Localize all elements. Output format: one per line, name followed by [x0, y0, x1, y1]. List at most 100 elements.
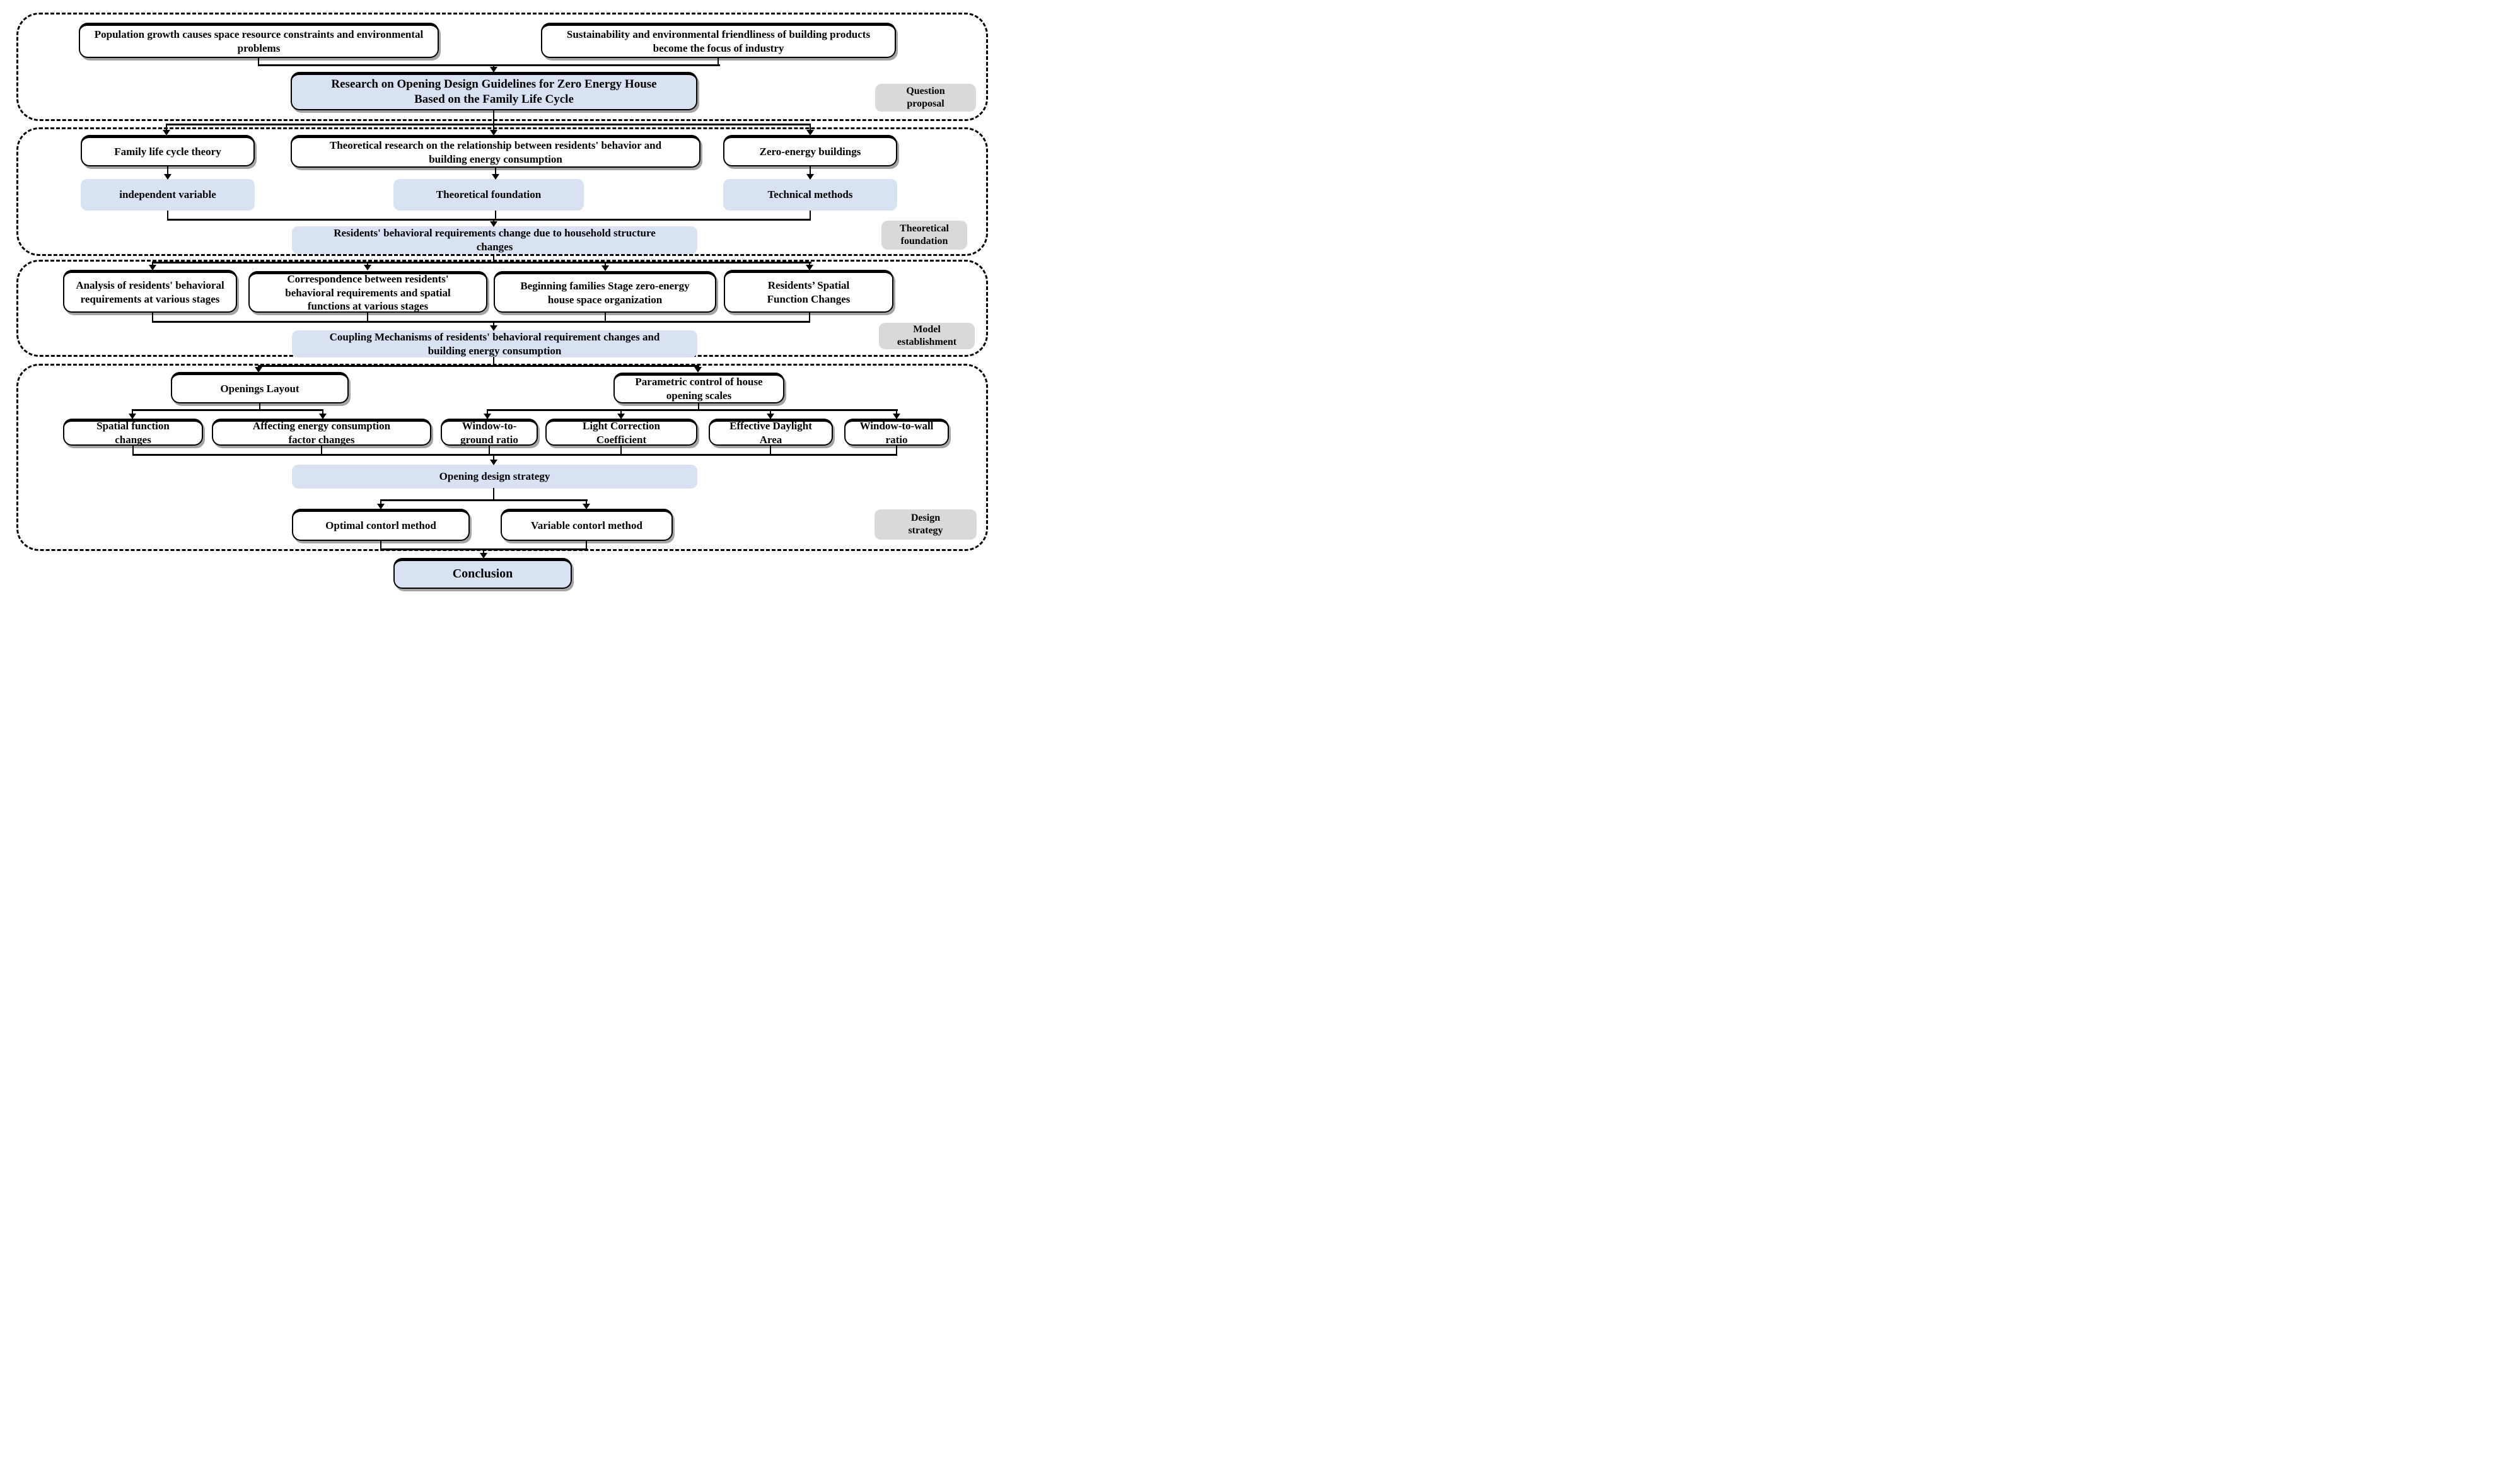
connector-line	[809, 263, 810, 266]
node-residents-behavioral-change: Residents' behavioral requirements chang…	[292, 226, 697, 254]
connector-line	[605, 313, 606, 323]
connector-line	[809, 313, 810, 323]
arrowhead-down	[377, 504, 385, 509]
connector-line	[493, 488, 494, 501]
arrowhead-down	[806, 130, 814, 136]
connector-line	[770, 410, 771, 415]
connector-line	[810, 125, 811, 130]
connector-line	[493, 357, 494, 366]
connector-line	[586, 541, 587, 550]
node-conclusion: Conclusion	[393, 558, 572, 589]
connector-line	[495, 211, 496, 221]
node-theoretical-foundation: Theoretical foundation	[393, 179, 584, 211]
arrowhead-down	[484, 414, 491, 419]
connector-line	[493, 455, 494, 461]
connector-line	[487, 409, 898, 411]
connector-line	[380, 541, 381, 550]
connector-line	[489, 446, 490, 455]
connector-line	[132, 454, 897, 456]
node-technical-methods: Technical methods	[723, 179, 897, 211]
connector-line	[810, 211, 811, 221]
arrowhead-down	[767, 414, 774, 419]
stage-label-question-proposal: Question proposal	[875, 84, 976, 112]
node-spatial-function-changes: Spatial function changes	[63, 419, 203, 446]
arrowhead-down	[490, 67, 497, 72]
arrowhead-down	[480, 553, 487, 559]
connector-line	[698, 403, 699, 410]
node-behavior-research: Theoretical research on the relationship…	[291, 135, 700, 168]
connector-line	[493, 110, 494, 125]
node-affecting-energy: Affecting energy consumption factor chan…	[212, 419, 431, 446]
node-parametric-control: Parametric control of house opening scal…	[613, 373, 784, 403]
connector-line	[620, 446, 622, 455]
connector-line	[493, 322, 494, 327]
node-sustainability: Sustainability and environmental friendl…	[541, 23, 896, 58]
arrowhead-down	[129, 414, 136, 419]
node-openings-layout: Openings Layout	[171, 372, 349, 403]
arrowhead-down	[617, 414, 625, 419]
node-population-growth: Population growth causes space resource …	[79, 23, 439, 58]
connector-line	[322, 410, 323, 415]
connector-line	[132, 446, 134, 455]
node-opening-design-strategy: Opening design strategy	[292, 465, 697, 489]
arrowhead-down	[364, 265, 371, 270]
connector-line	[487, 410, 488, 415]
arrowhead-down	[255, 367, 262, 373]
connector-line	[770, 446, 771, 455]
node-window-to-ground-ratio: Window-to-ground ratio	[441, 419, 538, 446]
stage-label-theoretical-foundation: Theoretical foundation	[881, 221, 967, 250]
section-question-proposal	[16, 13, 988, 121]
arrowhead-down	[806, 265, 813, 270]
node-effective-daylight-area: Effective Daylight Area	[709, 419, 833, 446]
connector-line	[896, 410, 897, 415]
connector-line	[259, 403, 260, 410]
arrowhead-down	[492, 174, 499, 180]
arrowhead-down	[583, 504, 590, 509]
arrowhead-down	[601, 265, 609, 271]
connector-line	[367, 313, 368, 323]
connector-line	[483, 550, 484, 554]
connector-line	[605, 263, 606, 267]
flowchart-canvas: Population growth causes space resource …	[0, 0, 997, 594]
node-correspondence: Correspondence between residents' behavi…	[248, 271, 487, 313]
arrowhead-down	[893, 414, 900, 419]
node-research-title: Research on Opening Design Guidelines fo…	[291, 72, 697, 110]
node-beginning-families: Beginning families Stage zero-energy hou…	[494, 271, 716, 313]
arrowhead-down	[806, 174, 814, 180]
node-zero-energy-buildings: Zero-energy buildings	[723, 135, 897, 166]
node-analysis-residents: Analysis of residents' behavioral requir…	[63, 270, 237, 313]
arrowhead-down	[490, 460, 497, 465]
connector-line	[152, 313, 153, 323]
connector-line	[167, 219, 811, 221]
arrowhead-down	[149, 265, 156, 270]
arrowhead-down	[490, 221, 497, 227]
connector-line	[152, 263, 153, 266]
node-coupling-mechanisms: Coupling Mechanisms of residents' behavi…	[292, 330, 697, 357]
connector-line	[152, 321, 810, 323]
connector-line	[380, 548, 588, 550]
connector-line	[620, 410, 622, 415]
connector-line	[258, 58, 259, 66]
connector-line	[493, 125, 494, 130]
node-light-correction-coefficient: Light Correction Coefficient	[545, 419, 697, 446]
connector-line	[586, 501, 587, 505]
node-family-life-cycle: Family life cycle theory	[81, 135, 255, 166]
node-optimal-control-method: Optimal contorl method	[292, 509, 470, 541]
arrowhead-down	[694, 367, 702, 373]
connector-line	[896, 446, 897, 455]
connector-line	[166, 124, 811, 125]
connector-line	[493, 254, 494, 263]
connector-line	[132, 409, 323, 411]
arrowhead-down	[490, 325, 497, 331]
connector-line	[258, 365, 699, 367]
section-theoretical-foundation	[16, 127, 988, 256]
arrowhead-down	[164, 174, 171, 180]
connector-line	[166, 125, 167, 130]
node-residents-spatial-function: Residents’ Spatial Function Changes	[724, 270, 893, 313]
stage-label-model-establishment: Model establishment	[879, 323, 975, 349]
connector-line	[258, 64, 720, 66]
connector-line	[167, 166, 168, 175]
connector-line	[152, 262, 811, 264]
connector-line	[167, 211, 168, 221]
connector-line	[132, 410, 133, 415]
